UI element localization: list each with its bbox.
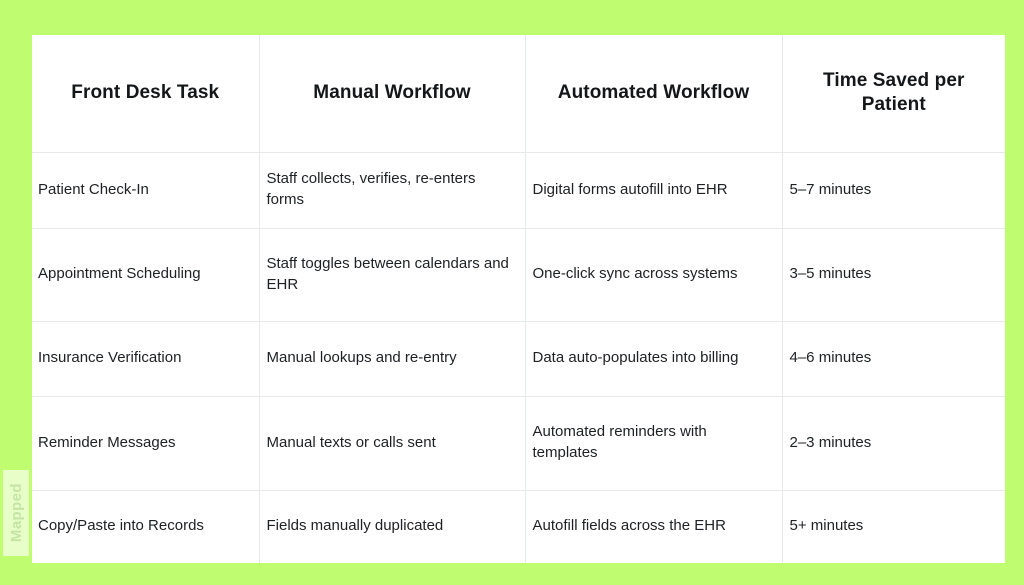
cell-automated-workflow: Digital forms autofill into EHR: [525, 152, 783, 229]
cell-time-saved: 3–5 minutes: [782, 228, 1005, 322]
comparison-table-card: Front Desk Task Manual Workflow Automate…: [32, 35, 1005, 563]
table-row: Appointment Scheduling Staff toggles bet…: [32, 228, 1005, 322]
cell-task: Insurance Verification: [32, 321, 260, 397]
table-row: Patient Check-In Staff collects, verifie…: [32, 152, 1005, 229]
cell-task: Appointment Scheduling: [32, 228, 260, 322]
cell-automated-workflow: Autofill fields across the EHR: [525, 490, 783, 563]
cell-time-saved: 5+ minutes: [789, 517, 864, 535]
cell-time-saved: 5–7 minutes: [782, 152, 1005, 229]
cell-manual-workflow: Manual texts or calls sent: [259, 396, 526, 491]
table-header: Front Desk Task Manual Workflow Automate…: [32, 35, 1005, 153]
watermark-badge: Mapped: [3, 470, 29, 556]
table-body: Patient Check-In Staff collects, verifie…: [32, 152, 1005, 563]
table-row: Copy/Paste into Records Fields manually …: [32, 490, 1005, 563]
cell-automated-workflow: One-click sync across systems: [525, 228, 783, 322]
column-header-manual-workflow: Manual Workflow: [259, 35, 526, 153]
cell-manual-workflow: Manual lookups and re-entry: [259, 321, 526, 397]
cell-manual-workflow: Staff toggles between calendars and EHR: [259, 228, 526, 322]
cell-manual-workflow: Fields manually duplicated: [259, 490, 526, 563]
column-header-time-saved-per-patient: Time Saved per Patient: [782, 35, 1005, 153]
cell-task: Patient Check-In: [32, 152, 260, 229]
table-row: Insurance Verification Manual lookups an…: [32, 321, 1005, 397]
cell-manual-workflow: Staff collects, verifies, re-enters form…: [259, 152, 526, 229]
cell-automated-workflow: Automated reminders with templates: [525, 396, 783, 491]
cell-time-saved: 2–3 minutes: [782, 396, 1005, 491]
column-header-automated-workflow: Automated Workflow: [525, 35, 783, 153]
cell-task: Copy/Paste into Records: [32, 490, 260, 563]
watermark-label: Mapped: [7, 483, 25, 543]
cell-task: Reminder Messages: [32, 396, 260, 491]
column-header-front-desk-task: Front Desk Task: [32, 35, 260, 153]
cell-automated-workflow: Data auto-populates into billing: [525, 321, 783, 397]
table-header-row: Front Desk Task Manual Workflow Automate…: [32, 35, 1005, 153]
cell-time-saved: 4–6 minutes: [782, 321, 1005, 397]
front-desk-automation-table: Front Desk Task Manual Workflow Automate…: [32, 35, 1005, 563]
table-row: Reminder Messages Manual texts or calls …: [32, 396, 1005, 491]
